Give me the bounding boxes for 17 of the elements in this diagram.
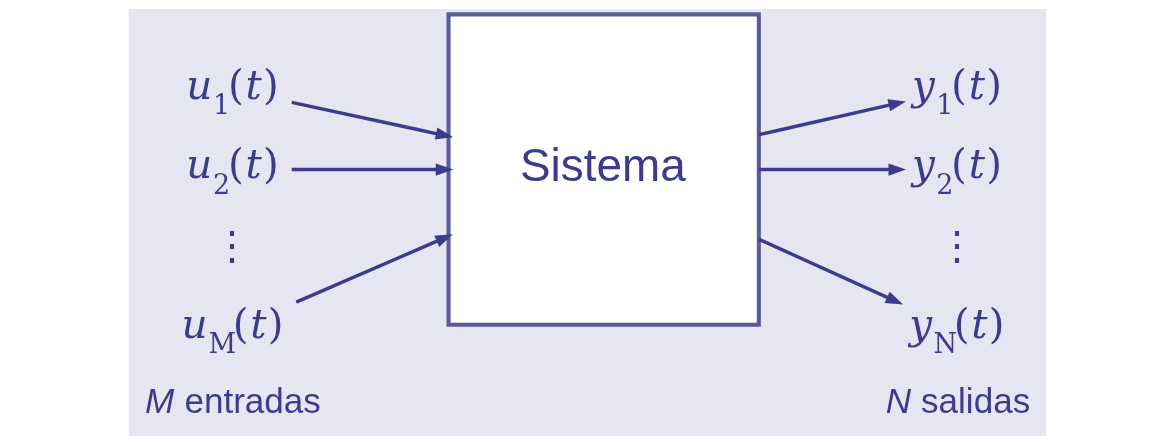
node-text: y$_{2}$(t) (911, 139, 1002, 200)
node-text: y$_{N}$(t) (909, 299, 1005, 359)
label: ⋮ (936, 221, 977, 268)
arrow (291, 100, 454, 140)
node-box: Sistema (446, 11, 761, 327)
arrow (295, 233, 453, 304)
node-text: y$_{1}$(t) (911, 60, 1002, 120)
arrow (758, 98, 906, 136)
arrow (759, 162, 907, 176)
node-text: u$_{1}$(t) (186, 60, 279, 120)
node-text: u$_{M}$(t) (181, 299, 284, 359)
arrow (291, 162, 454, 176)
label: ⋮ (212, 221, 253, 268)
label: M entradas (144, 380, 321, 420)
node-text: u$_{2}$(t) (186, 139, 279, 200)
label: N salidas (885, 380, 1031, 420)
arrow (758, 237, 904, 305)
